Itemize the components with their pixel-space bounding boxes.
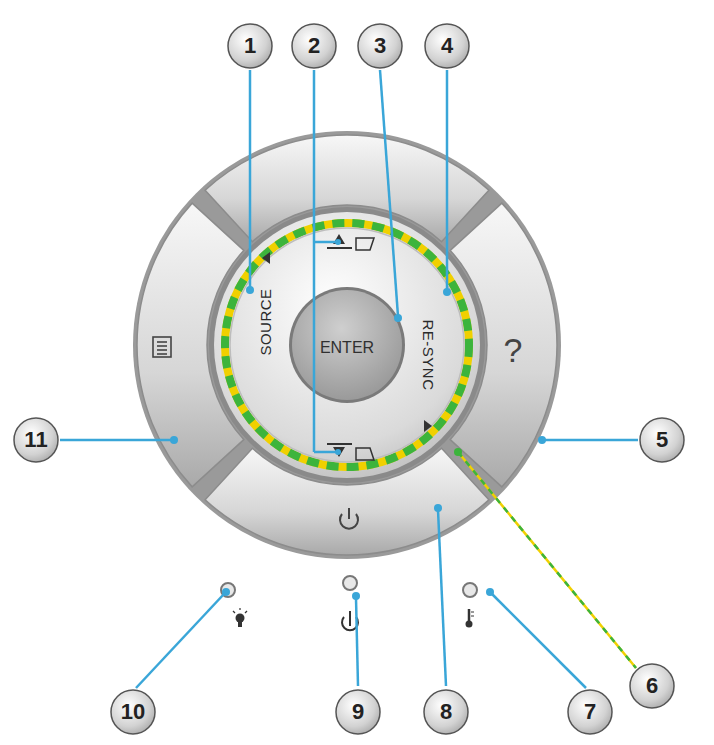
callout-number: 10	[121, 699, 145, 725]
callout-circle	[424, 690, 468, 734]
callout-circle	[336, 690, 380, 734]
right-arrow	[424, 420, 432, 432]
callout-label: 6	[646, 673, 658, 699]
callout-label: 10	[121, 699, 145, 725]
button-text: SOURCE	[257, 288, 274, 355]
outer-buttons	[137, 135, 557, 555]
callout-number: 1	[244, 33, 256, 59]
callout-circle	[111, 690, 155, 734]
leader-lines	[60, 70, 638, 688]
callout-label: 7	[584, 699, 596, 725]
callout-number: 11	[24, 427, 47, 453]
led-ring-yellow	[225, 223, 469, 467]
callout-label: 8	[440, 699, 452, 725]
left-arrow	[262, 252, 270, 264]
enter-button	[292, 290, 402, 400]
button-label: RE-SYNC	[419, 319, 437, 390]
callout-label: 4	[441, 33, 453, 59]
inner-disk	[214, 212, 480, 478]
callout-circle	[630, 664, 674, 708]
temp-icon	[466, 609, 475, 628]
ring-leader-dot	[454, 448, 462, 456]
leader-dots	[170, 239, 546, 600]
button-label: ENTER	[320, 339, 374, 357]
lamp-icon	[233, 608, 247, 627]
button-text: RE-SYNC	[420, 319, 437, 390]
power-icon	[340, 508, 358, 529]
menu-icon	[153, 337, 171, 357]
callout-label: 3	[374, 33, 386, 59]
ring-leader-dash	[458, 452, 636, 668]
ring-leader	[458, 452, 636, 668]
callout-circle	[358, 24, 402, 68]
callout-number: 7	[584, 699, 596, 725]
callout-label: 1	[244, 33, 256, 59]
callout-number: 2	[308, 33, 320, 59]
callout-label: 5	[656, 427, 668, 453]
panel-rim	[133, 131, 561, 559]
callout-circle	[228, 24, 272, 68]
callout-label: 2	[308, 33, 320, 59]
callout-circles	[14, 24, 684, 734]
enter-rim	[289, 287, 405, 403]
callout-number: 5	[656, 427, 668, 453]
button-text: ENTER	[320, 339, 374, 357]
callout-number: 8	[440, 699, 452, 725]
callout-label: 9	[352, 699, 364, 725]
callout-number: 6	[646, 673, 658, 699]
callout-number: 3	[374, 33, 386, 59]
callout-circle	[14, 418, 58, 462]
callout-circle	[292, 24, 336, 68]
button-text: ?	[504, 331, 523, 370]
button-label: SOURCE	[257, 288, 275, 355]
callout-number: 9	[352, 699, 364, 725]
callout-circle	[640, 418, 684, 462]
ring-edge	[230, 228, 464, 462]
callout-circle	[425, 24, 469, 68]
callout-number: 4	[441, 33, 453, 59]
callout-circle	[568, 690, 612, 734]
button-label: ?	[504, 331, 523, 370]
callout-label: 11	[24, 427, 47, 453]
led-ring-green	[225, 223, 469, 467]
status-leds	[221, 576, 477, 597]
